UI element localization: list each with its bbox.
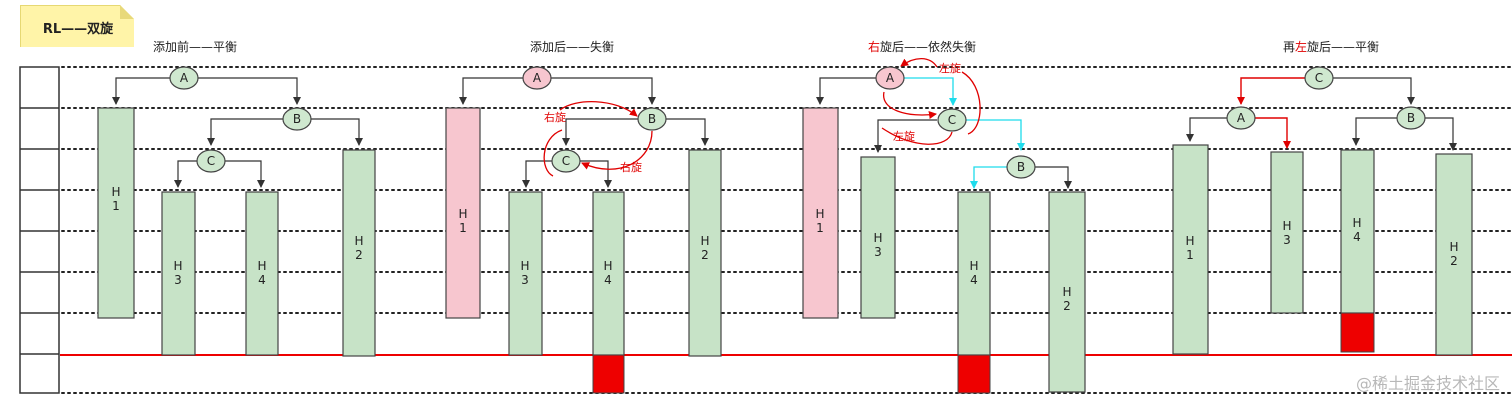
panel-4-title-prefix: 再 [1283,40,1296,54]
left-rotation-arrow-right [961,71,981,135]
subtree-h2 [688,149,722,357]
node-b [637,107,667,131]
right-rotation-arrow-top [559,101,638,117]
panel-4-title: 再左旋后——平衡 [1283,38,1379,55]
inserted-node-block [592,354,625,394]
inserted-node-block [957,354,991,394]
node-a-label: A [180,71,189,85]
subtree-h1 [97,107,135,319]
left-rotation-arrow-top [900,57,938,68]
node-b-label: B [648,112,656,126]
right-rotation-label-2: 右旋 [620,160,642,174]
subtree-h1-imbalanced [445,107,481,319]
left-rotation-label-2: 左旋 [893,129,915,143]
panel-1-title-text: 添加前——平衡 [153,40,238,54]
panel-4-title-highlight: 左 [1295,40,1308,54]
subtree-h2 [342,149,376,357]
node-b [1006,155,1036,179]
node-c [937,108,967,132]
subtree-h1-imbalanced [802,107,839,319]
diagram-title-note: RL——双旋 [20,5,134,47]
subtree-h1 [1172,144,1209,355]
left-rotation-arrow-bottom [881,127,953,145]
node-a-imbalanced [875,66,905,90]
node-b-label: B [1407,111,1415,125]
panel-4-title-rest: 旋后——平衡 [1307,40,1380,54]
left-rotation-arrow-lower [883,91,937,119]
node-a [169,66,199,90]
node-a-label: A [886,71,895,85]
node-c [551,149,581,173]
inserted-node-block [1340,312,1375,353]
node-c [1304,66,1334,90]
subtree-h2 [1048,191,1086,393]
right-rotation-label: 右旋 [544,110,566,124]
node-a [1226,106,1256,130]
node-c-label: C [948,113,956,127]
panel-1-title: 添加前——平衡 [153,38,237,55]
panel-2-title: 添加后——失衡 [530,38,614,55]
node-c-label: C [1315,71,1323,85]
watermark: @稀土掘金技术社区 [1355,374,1500,393]
diagram-title: RL——双旋 [42,21,114,37]
left-rotation-link-a-c [904,77,957,106]
panel-3-title-highlight: 右 [868,40,881,54]
subtree-h3 [508,191,543,356]
subtree-h3 [860,156,896,319]
left-rotation-link-c-b [966,119,1025,151]
left-rotation-link-b-h4 [970,166,1007,189]
panel-3-title: 右旋后——依然失衡 [868,38,976,55]
right-rotation-arrow-bottom [581,130,653,170]
subtree-h3 [1270,151,1304,314]
subtree-h4 [245,191,279,356]
node-b-label: B [1017,160,1025,174]
node-c-label: C [207,154,215,168]
node-b [282,107,312,131]
node-b [1396,106,1426,130]
subtree-h3 [161,191,196,356]
panel-3-title-rest: 旋后——依然失衡 [880,40,977,54]
subtree-h4 [957,191,991,356]
node-c-label: C [562,154,570,168]
node-a-label: A [533,71,542,85]
right-rotation-arrow-left [543,129,563,177]
level-guides [61,66,1512,394]
level-ladder [19,66,60,394]
panel-2-title-text: 添加后——失衡 [530,40,615,54]
left-rotation-label: 左旋 [939,61,961,75]
subtree-h2 [1435,153,1473,356]
node-a-imbalanced [522,66,552,90]
node-b-label: B [293,112,301,126]
node-c [196,149,226,173]
node-a-label: A [1237,111,1246,125]
